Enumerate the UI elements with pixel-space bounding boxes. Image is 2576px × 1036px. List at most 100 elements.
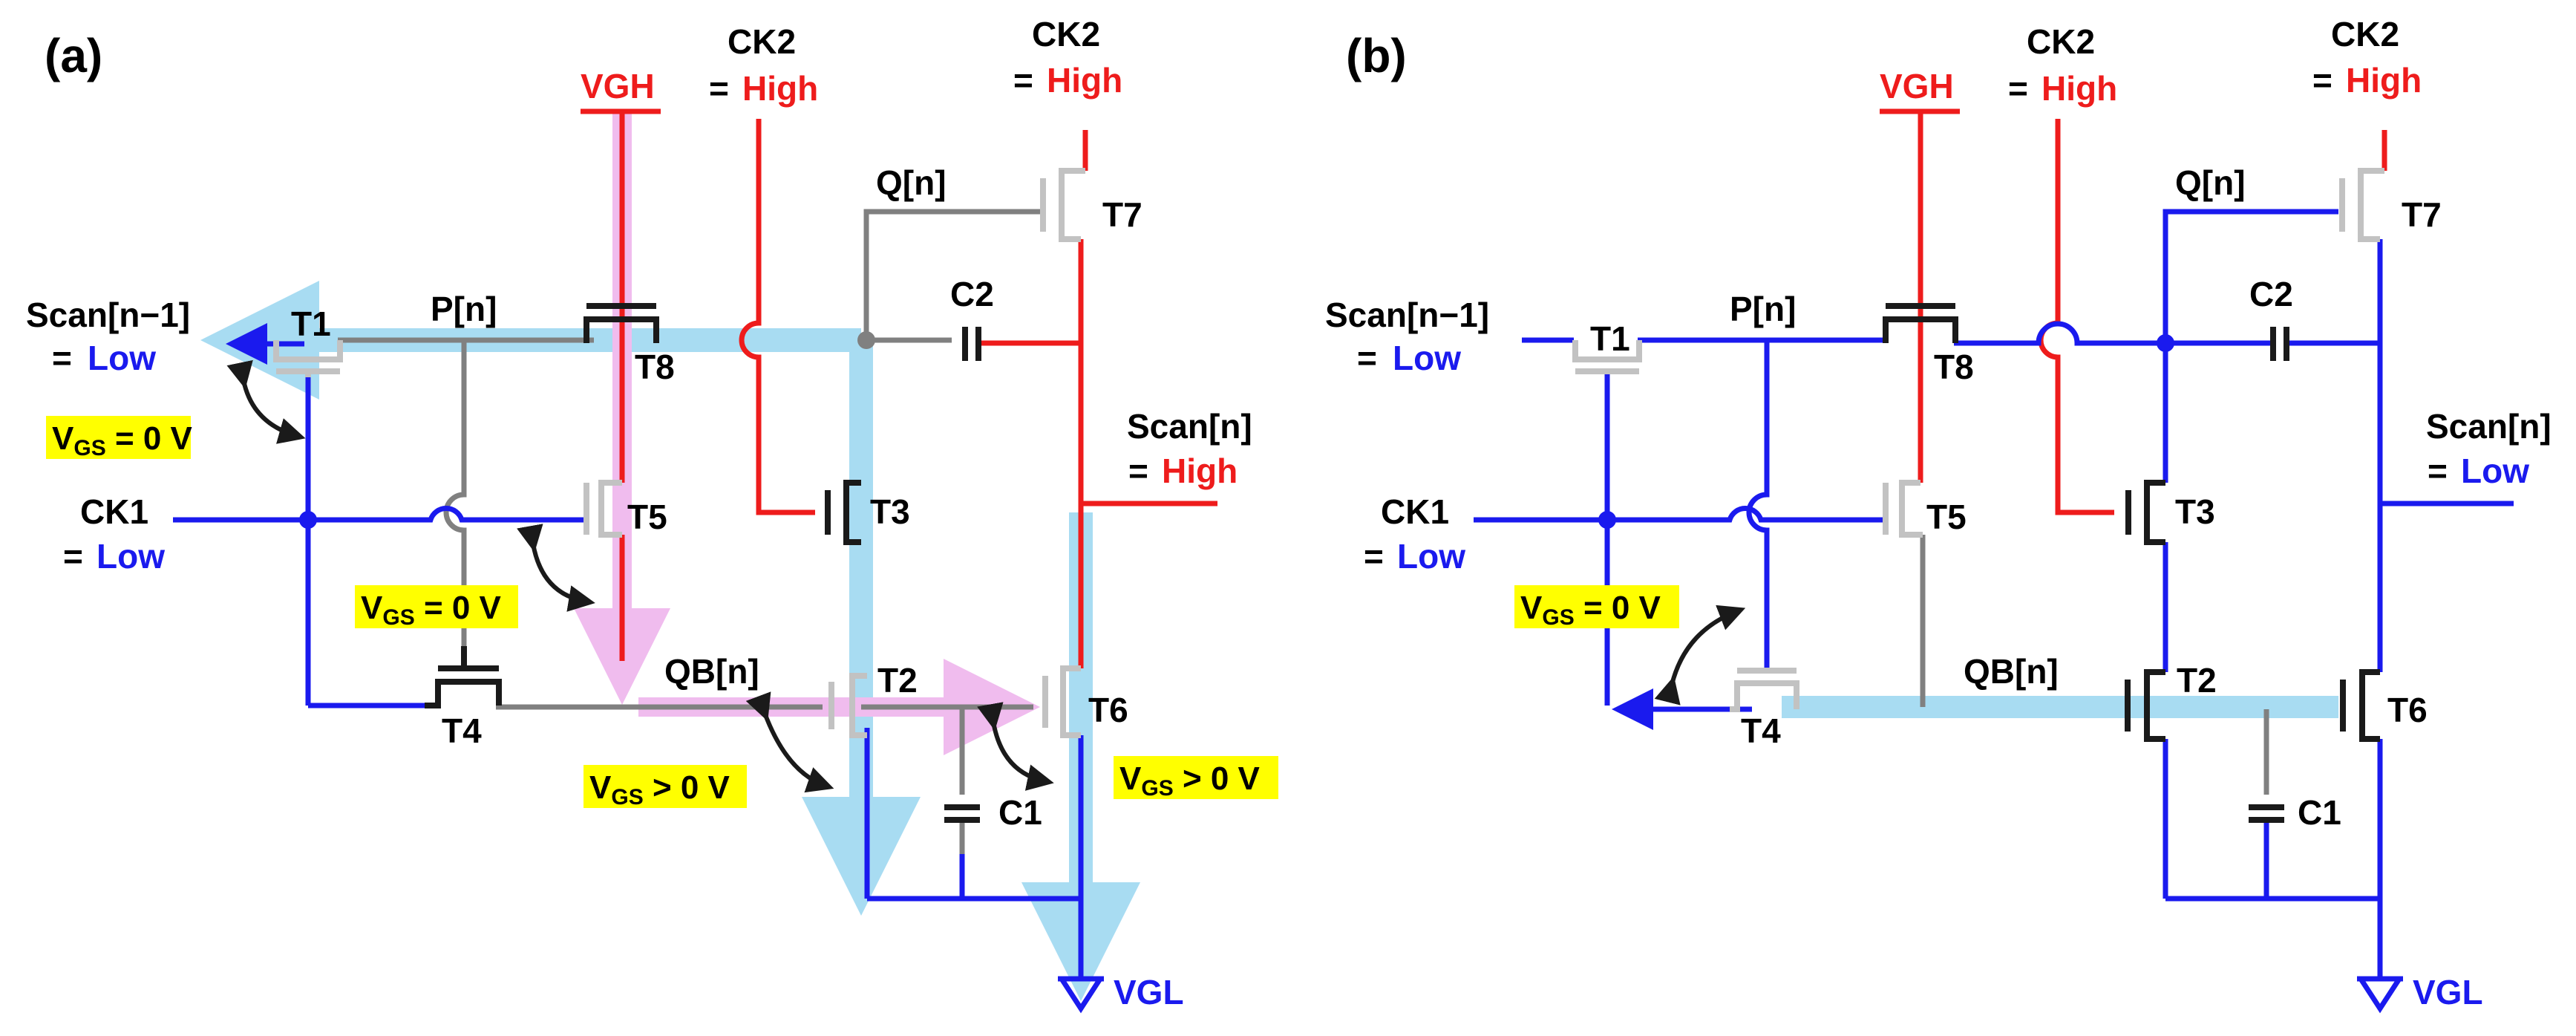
vgs-t6-box (1114, 756, 1278, 799)
node-q-dot (2157, 334, 2174, 352)
panel-a: (a) VGH CK2 = High CK2 = High Q[n] T7 Sc… (26, 15, 1278, 1014)
vgs-t1-text: VGS = 0 V (52, 420, 193, 460)
vgl-label: VGL (1114, 973, 1184, 1011)
capacitor-c1 (944, 804, 980, 823)
wires-low (173, 323, 1104, 1014)
node-ck1-dot (1598, 511, 1616, 529)
panel-label: (a) (45, 29, 102, 82)
vgs-t2-text: VGS > 0 V (589, 769, 730, 809)
transistor-t4 (425, 646, 502, 708)
transistor-t3 (2125, 480, 2165, 545)
c2-label: C2 (2249, 275, 2293, 313)
ck1-eq: = (63, 537, 83, 576)
ck2-left-name: CK2 (2027, 22, 2095, 61)
capacitor-c2 (2270, 327, 2289, 361)
c1-label: C1 (2298, 793, 2341, 832)
wires-neutral (1920, 535, 2269, 795)
t8-label: T8 (1934, 348, 1974, 386)
t4-label: T4 (442, 711, 482, 750)
ck2-left-eq: = (709, 69, 729, 108)
ck2-right-eq: = (1013, 61, 1033, 100)
vgl-label: VGL (2413, 973, 2483, 1011)
t3-label: T3 (2175, 492, 2215, 531)
scan-prev-name: Scan[n−1] (26, 296, 190, 334)
transistor-t5 (1883, 480, 1923, 538)
t8-label: T8 (635, 348, 675, 386)
vgs-t6-text: VGS > 0 V (1119, 760, 1261, 801)
vgh-label: VGH (581, 67, 655, 105)
ck2-right-value: High (1047, 61, 1122, 100)
scan-n-name: Scan[n] (1127, 407, 1252, 446)
c2-label: C2 (950, 275, 994, 313)
transistor-t1 (1572, 340, 1642, 374)
node-p-label: P[n] (1730, 290, 1796, 328)
t7-label: T7 (2402, 195, 2442, 234)
t2-label: T2 (877, 661, 918, 700)
vgs-arrows (1654, 605, 1746, 706)
c1-label: C1 (998, 793, 1042, 832)
panel-b: (b) VGH CK2 = High CK2 = High Q[n] T7 Sc… (1325, 15, 2552, 1014)
current-path-highlight (200, 281, 1140, 1001)
node-q-dot (857, 331, 875, 349)
t3-label: T3 (870, 492, 910, 531)
transistor-t7 (1040, 168, 1085, 242)
ck2-left-name: CK2 (728, 22, 796, 61)
scan-prev-eq: = (52, 339, 72, 377)
transistor-t2 (2125, 669, 2165, 742)
transistor-t8 (1883, 303, 1958, 343)
ck1-value: Low (1397, 537, 1465, 576)
wires-high (1880, 108, 2387, 515)
node-qb-label: QB[n] (1964, 652, 2059, 691)
ck1-name: CK1 (1381, 492, 1449, 531)
capacitor-c1 (2249, 804, 2284, 823)
ck2-right-value: High (2346, 61, 2422, 100)
ck1-value: Low (97, 537, 165, 576)
vgs-t4-box (1514, 585, 1679, 628)
scan-prev-eq: = (1357, 339, 1377, 377)
t7-label: T7 (1102, 195, 1142, 234)
vgs-t2-box (583, 765, 747, 808)
ck2-right-name: CK2 (2331, 15, 2399, 53)
scan-prev-name: Scan[n−1] (1325, 296, 1489, 334)
ck2-right-name: CK2 (1032, 15, 1100, 53)
vgs-t1-box (46, 416, 191, 459)
t6-label: T6 (2387, 691, 2428, 729)
pink-path-highlight (574, 111, 1040, 755)
vgs-arrows (226, 359, 1054, 793)
transistor-t7 (2339, 168, 2384, 242)
ck2-left-value: High (742, 69, 818, 108)
scan-prev-value: Low (88, 339, 156, 377)
scan-n-eq: = (2428, 452, 2448, 490)
node-q-label: Q[n] (2175, 163, 2246, 202)
scan-n-value: High (1162, 452, 1238, 490)
scan-n-value: Low (2461, 452, 2529, 490)
vgh-label: VGH (1880, 67, 1954, 105)
wires-low (1474, 209, 2514, 1014)
ck2-left-eq: = (2008, 69, 2028, 108)
node-qb-label: QB[n] (664, 652, 759, 691)
vgs-t5-box (355, 585, 518, 628)
ck2-right-eq: = (2312, 61, 2333, 100)
transistor-t3 (825, 480, 861, 545)
transistor-t8 (583, 303, 659, 343)
t2-label: T2 (2177, 661, 2217, 700)
vgs-t5-text: VGS = 0 V (361, 590, 502, 630)
t1-label: T1 (1590, 319, 1630, 358)
transistor-t6 (2340, 669, 2380, 742)
ck1-eq: = (1364, 537, 1384, 576)
scan-prev-value: Low (1393, 339, 1461, 377)
t5-label: T5 (627, 498, 667, 536)
node-q-label: Q[n] (876, 163, 947, 202)
wires-high (581, 108, 1217, 668)
scan-n-eq: = (1128, 452, 1148, 490)
t4-label: T4 (1741, 711, 1781, 750)
t1-label: T1 (291, 304, 331, 343)
t5-label: T5 (1926, 498, 1967, 536)
ck2-left-value: High (2041, 69, 2117, 108)
t6-label: T6 (1088, 691, 1128, 729)
scan-n-name: Scan[n] (2426, 407, 2552, 446)
capacitor-c2 (962, 327, 981, 361)
node-ck1-dot (299, 511, 317, 529)
